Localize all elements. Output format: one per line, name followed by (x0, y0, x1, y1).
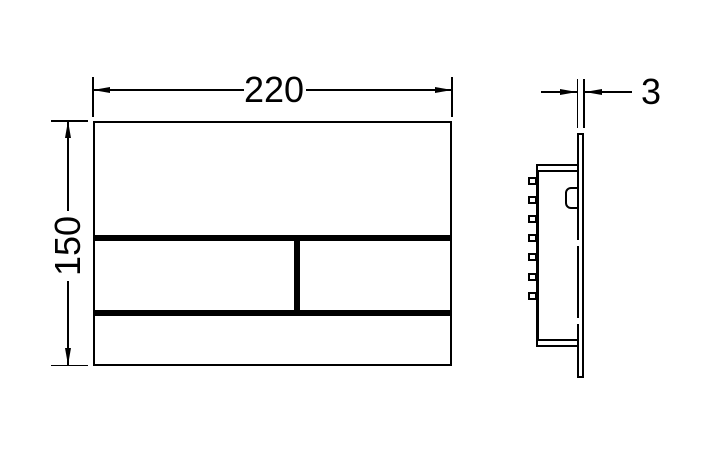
thickness-dimension-line-left (541, 91, 577, 93)
mounting-clip (528, 234, 537, 242)
thickness-dimension-line-right (585, 91, 632, 93)
thickness-arrowhead-pointing-right (560, 88, 577, 95)
mounting-clip (528, 273, 537, 281)
width-dimension-line-left (93, 89, 244, 91)
mounting-frame-flange-bottom (536, 339, 579, 347)
thickness-arrowhead-pointing-left (585, 88, 602, 95)
width-extension-line-right (451, 77, 453, 117)
height-dimension-line-top (67, 121, 69, 211)
width-arrowhead-left (93, 86, 110, 93)
mounting-clip (528, 292, 537, 300)
height-arrowhead-down (64, 348, 71, 365)
plate-seam-gap-top (576, 240, 579, 246)
thickness-dimension-label: 3 (640, 71, 662, 112)
button-divider (294, 235, 300, 316)
height-arrowhead-up (64, 121, 71, 138)
mounting-clip (528, 177, 537, 185)
thickness-extension-line-right (583, 79, 585, 128)
thickness-extension-line-left (576, 79, 579, 128)
mounting-clip (528, 196, 537, 204)
mounting-frame-wall (536, 165, 539, 346)
width-arrowhead-right (435, 86, 452, 93)
height-extension-tick-top (51, 120, 88, 122)
mounting-clip (528, 253, 537, 261)
width-dimension-label: 220 (243, 69, 305, 110)
plate-front-outline (93, 121, 452, 366)
height-extension-tick-bottom (51, 364, 88, 367)
plate-seam-gap-bottom (576, 318, 579, 324)
mounting-frame-flange-top (536, 164, 579, 172)
height-dimension-line-bottom (67, 281, 69, 365)
plate-side-profile (576, 133, 584, 378)
width-dimension-line-right (306, 89, 452, 91)
height-dimension-label: 150 (47, 215, 88, 277)
mounting-clip (528, 215, 537, 223)
button-seam-top (93, 235, 452, 241)
button-seam-bottom (93, 310, 452, 316)
width-extension-line-left (92, 77, 94, 117)
